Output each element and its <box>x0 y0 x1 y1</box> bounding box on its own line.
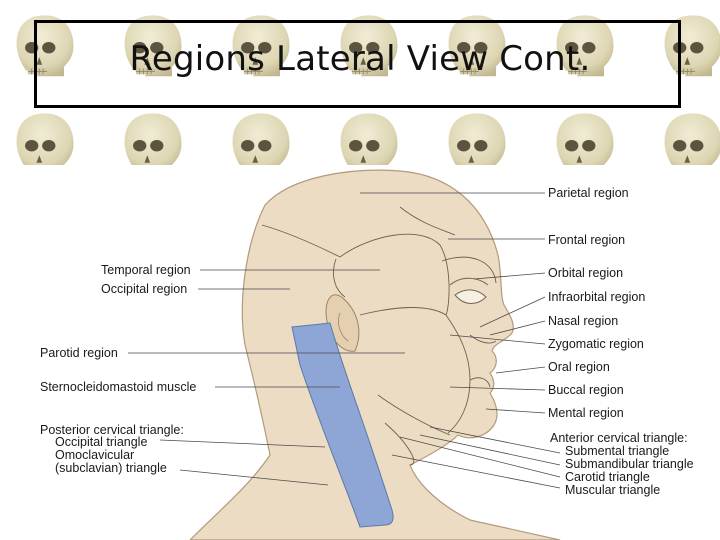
label-parietal-region: Parietal region <box>548 186 629 200</box>
label-occipital-region: Occipital region <box>101 282 187 296</box>
head-neck-regions-diagram: Parietal region Frontal region Orbital r… <box>0 165 720 540</box>
label-orbital-region: Orbital region <box>548 266 623 280</box>
sternocleidomastoid-muscle <box>291 322 394 528</box>
head-neck-silhouette <box>189 169 561 540</box>
leader-lines <box>128 192 561 489</box>
label-mental-region: Mental region <box>548 406 624 420</box>
skull-icon <box>16 113 74 165</box>
skull-icon <box>124 113 182 165</box>
label-carotid-triangle: Carotid triangle <box>565 470 650 484</box>
label-infraorbital-region: Infraorbital region <box>548 290 645 304</box>
skull-icon <box>664 113 720 165</box>
eye <box>454 289 487 304</box>
label-buccal-region: Buccal region <box>548 383 624 397</box>
label-frontal-region: Frontal region <box>548 233 625 247</box>
skull-icon <box>556 113 614 165</box>
label-sternocleidomastoid-muscle: Sternocleidomastoid muscle <box>40 380 196 394</box>
label-temporal-region: Temporal region <box>101 263 191 277</box>
title-frame <box>34 20 681 108</box>
label-posterior-cervical-triangle: Posterior cervical triangle: <box>40 423 184 437</box>
label-anterior-cervical-triangle: Anterior cervical triangle: <box>550 431 688 445</box>
label-submental-triangle: Submental triangle <box>565 444 669 458</box>
label-nasal-region: Nasal region <box>548 314 618 328</box>
label-muscular-triangle: Muscular triangle <box>565 483 660 497</box>
label-parotid-region: Parotid region <box>40 346 118 360</box>
skull-icon <box>340 113 398 165</box>
skull-icon <box>448 113 506 165</box>
label-occipital-triangle: Occipital triangle <box>55 435 147 449</box>
page-title: Regions Lateral View Cont. <box>129 39 591 79</box>
label-oral-region: Oral region <box>548 360 610 374</box>
label-zygomatic-region: Zygomatic region <box>548 337 644 351</box>
region-boundaries <box>261 206 497 466</box>
label-submandibular-triangle: Submandibular triangle <box>565 457 694 471</box>
label-omoclavicular: Omoclavicular <box>55 448 134 462</box>
label-subclavian-triangle: (subclavian) triangle <box>55 461 167 475</box>
skull-icon <box>232 113 290 165</box>
